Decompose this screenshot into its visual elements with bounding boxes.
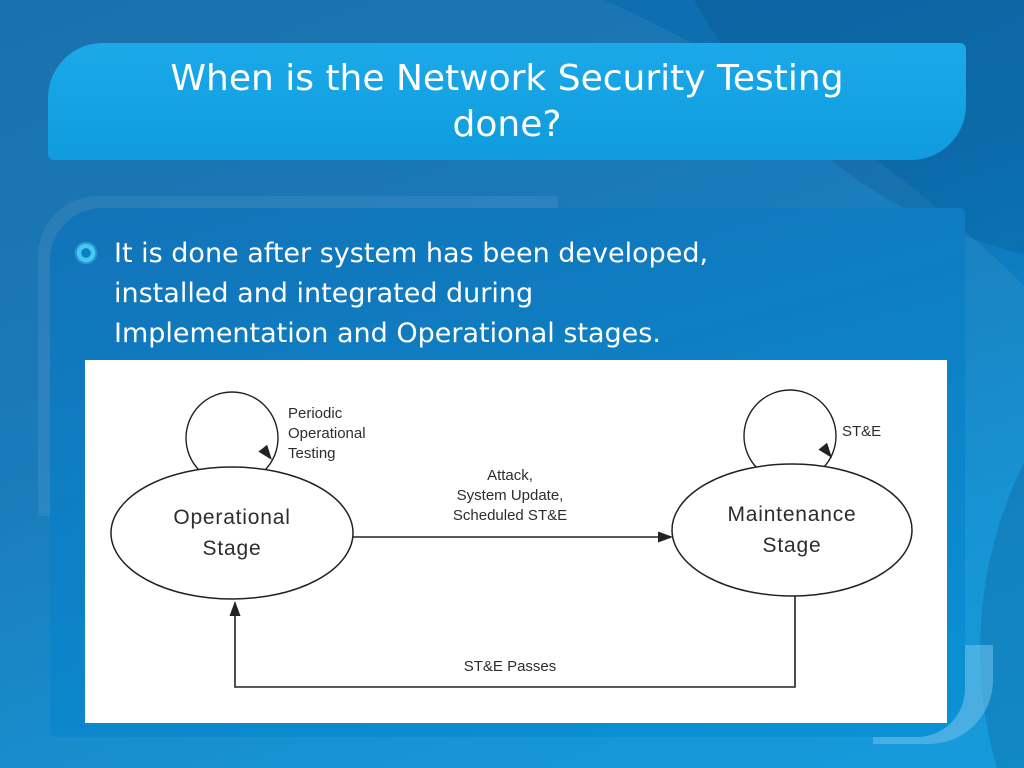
slide-title-bar: When is the Network Security Testing don…	[48, 43, 966, 160]
edge-label-line: System Update,	[456, 487, 564, 504]
ste-passes-edge-line	[234, 596, 796, 688]
bullet-text-line-1: It is done after system has been develop…	[114, 238, 709, 269]
edge-label-line: Attack,	[487, 467, 533, 484]
edge-label-periodic-operational-testing: Periodic Operational Testing	[288, 404, 366, 464]
node-label-operational-stage: Operational Stage	[111, 467, 353, 599]
node-label-line: Operational	[173, 506, 291, 529]
bullet-text-line-2: installed and integrated during	[114, 278, 534, 309]
bullet-icon	[74, 241, 98, 265]
node-label-line: Stage	[202, 537, 262, 560]
node-label-maintenance-stage: Maintenance Stage	[672, 464, 912, 596]
node-label-line: Maintenance	[727, 503, 857, 526]
state-diagram: Operational Stage Maintenance Stage Peri…	[85, 360, 947, 723]
edge-label-attack-system-update: Attack, System Update, Scheduled ST&E	[370, 466, 650, 526]
edge-label-ste-passes: ST&E Passes	[390, 657, 630, 677]
edge-label-line: ST&E Passes	[463, 658, 557, 675]
bullet-item: It is done after system has been develop…	[74, 234, 954, 354]
ste-loop-arrowhead	[818, 442, 832, 458]
state-diagram-drawing	[110, 389, 913, 688]
edge-label-line: Testing	[288, 445, 336, 462]
slide-title-line-2: done?	[452, 103, 562, 145]
periodic-loop-arrowhead	[258, 444, 272, 460]
edge-label-line: ST&E	[842, 423, 882, 440]
node-label-line: Stage	[762, 534, 822, 557]
bullet-text-line-3: Implementation and Operational stages.	[114, 318, 661, 349]
edge-label-line: Scheduled ST&E	[452, 507, 568, 524]
edge-label-ste: ST&E	[842, 422, 881, 442]
slide-title-line-1: When is the Network Security Testing	[170, 57, 844, 99]
node-ellipse-maintenance-stage	[671, 463, 913, 597]
edge-label-line: Periodic	[288, 405, 343, 422]
node-ellipse-operational-stage	[110, 466, 354, 600]
edge-label-line: Operational	[288, 425, 366, 442]
bullet-text: It is done after system has been develop…	[114, 234, 708, 354]
attack-arrowhead	[658, 531, 673, 543]
ste-passes-arrowhead	[229, 601, 241, 616]
